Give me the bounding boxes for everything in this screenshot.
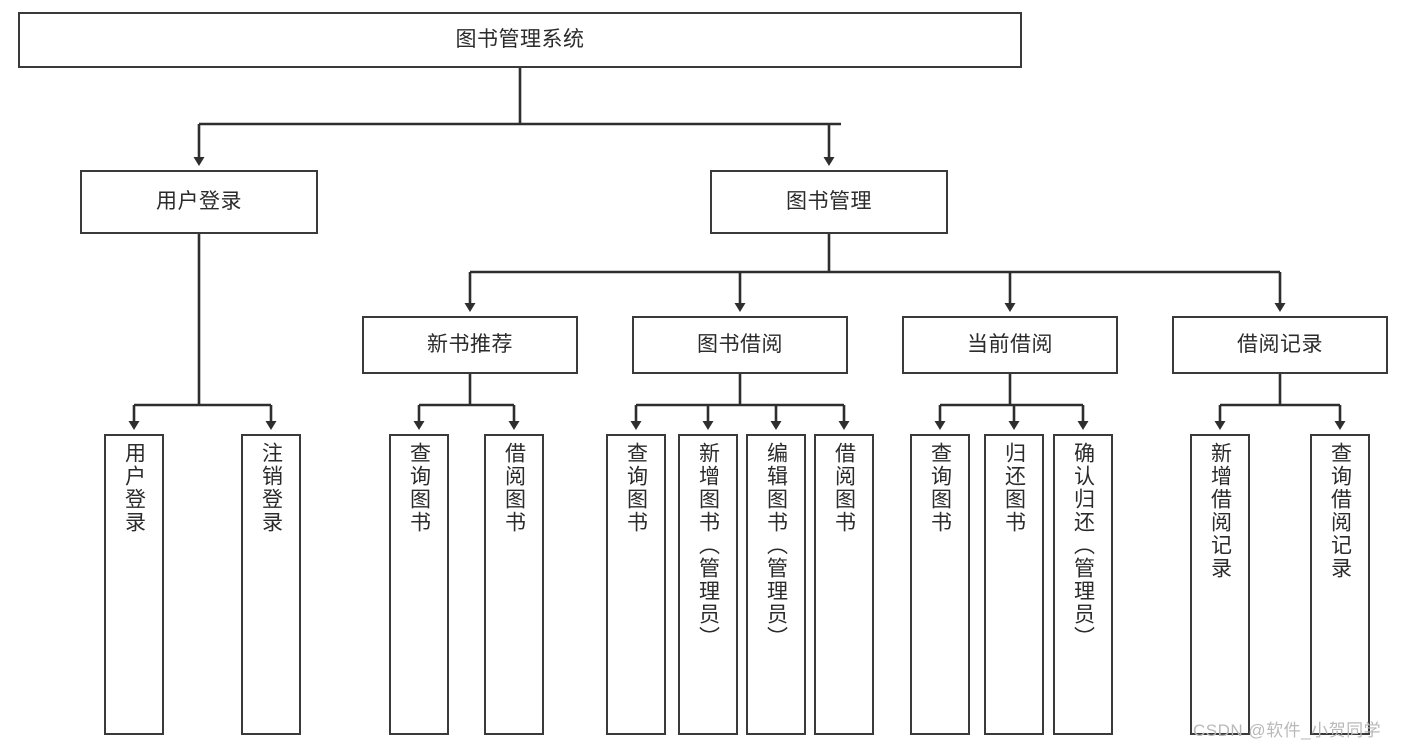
- node-current-borrow[interactable]: 当前借阅: [902, 316, 1118, 374]
- leaf-add-borrow-record-label: 新增借阅记录: [1208, 442, 1232, 580]
- node-new-book-recommend[interactable]: 新书推荐: [362, 316, 578, 374]
- leaf-borrow-book-new[interactable]: 借阅图书: [484, 434, 544, 735]
- edge-group-root: [193, 68, 841, 166]
- leaf-confirm-return-admin-label: 确认归还（管理员）: [1071, 442, 1095, 649]
- node-root-label: 图书管理系统: [455, 27, 585, 51]
- edge-group-current-borrow: [934, 374, 1089, 430]
- leaf-logout[interactable]: 注销登录: [241, 434, 301, 735]
- leaf-logout-label: 注销登录: [259, 442, 283, 534]
- edge-group-records: [1214, 374, 1346, 430]
- leaf-edit-book-admin-label: 编辑图书（管理员）: [764, 442, 788, 649]
- node-book-borrow[interactable]: 图书借阅: [632, 316, 848, 374]
- leaf-query-borrow-record[interactable]: 查询借阅记录: [1310, 434, 1370, 735]
- leaf-user-login-label: 用户登录: [122, 442, 146, 534]
- leaf-edit-book-admin[interactable]: 编辑图书（管理员）: [746, 434, 806, 735]
- node-current-borrow-label: 当前借阅: [967, 332, 1053, 356]
- leaf-borrow-book-new-label: 借阅图书: [502, 442, 526, 534]
- leaf-user-login[interactable]: 用户登录: [104, 434, 164, 735]
- leaf-query-book-new[interactable]: 查询图书: [389, 434, 449, 735]
- csdn-watermark: CSDN @软件_小贺同学: [1193, 721, 1382, 740]
- node-new-book-recommend-label: 新书推荐: [427, 332, 513, 356]
- leaf-query-book-current[interactable]: 查询图书: [910, 434, 970, 735]
- leaf-return-book-label: 归还图书: [1002, 442, 1026, 534]
- node-borrow-record[interactable]: 借阅记录: [1172, 316, 1388, 374]
- node-book-manage[interactable]: 图书管理: [710, 170, 948, 234]
- leaf-query-book-new-label: 查询图书: [407, 442, 431, 534]
- edge-group-new-books: [413, 374, 520, 430]
- leaf-borrow-book-label: 借阅图书: [832, 442, 856, 534]
- node-user-login[interactable]: 用户登录: [80, 170, 318, 234]
- edge-group-book-manage: [464, 234, 1286, 312]
- leaf-borrow-book[interactable]: 借阅图书: [814, 434, 874, 735]
- edge-group-borrow: [630, 374, 850, 430]
- node-borrow-record-label: 借阅记录: [1237, 332, 1323, 356]
- leaf-query-book-borrow[interactable]: 查询图书: [606, 434, 666, 735]
- leaf-add-borrow-record[interactable]: 新增借阅记录: [1190, 434, 1250, 735]
- leaf-query-borrow-record-label: 查询借阅记录: [1328, 442, 1352, 580]
- leaf-add-book-admin[interactable]: 新增图书（管理员）: [678, 434, 738, 735]
- leaf-confirm-return-admin[interactable]: 确认归还（管理员）: [1053, 434, 1113, 735]
- node-root[interactable]: 图书管理系统: [18, 12, 1022, 68]
- edge-group-user-login: [128, 234, 277, 430]
- leaf-return-book[interactable]: 归还图书: [984, 434, 1044, 735]
- node-book-manage-label: 图书管理: [786, 189, 872, 213]
- leaf-query-book-borrow-label: 查询图书: [624, 442, 648, 534]
- node-user-login-label: 用户登录: [156, 189, 242, 213]
- leaf-query-book-current-label: 查询图书: [928, 442, 952, 534]
- leaf-add-book-admin-label: 新增图书（管理员）: [696, 442, 720, 649]
- node-book-borrow-label: 图书借阅: [697, 332, 783, 356]
